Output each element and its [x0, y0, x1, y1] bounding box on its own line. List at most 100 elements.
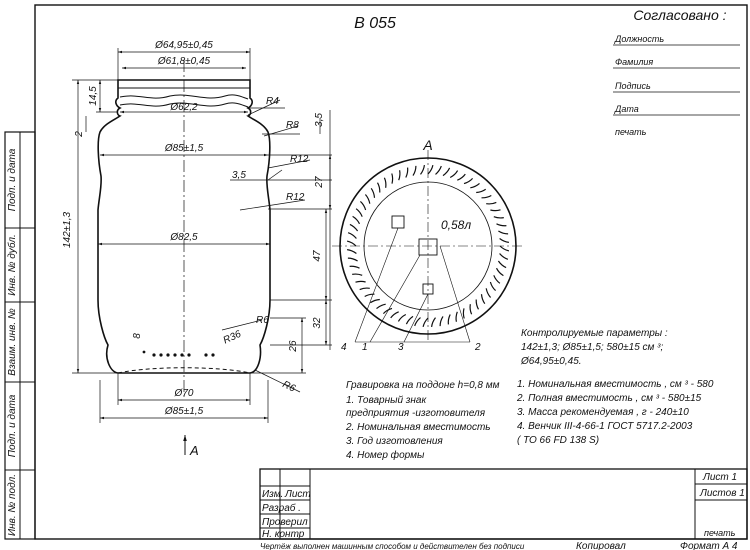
radius-r12-lower: R12 — [286, 192, 305, 203]
strip-label-1: Подп. и дата — [7, 148, 18, 211]
tb-stamp: печать — [704, 528, 736, 538]
tb-row-list: Лист — [284, 489, 311, 500]
dim-26: 26 — [288, 340, 299, 353]
knurl-tooth — [447, 314, 451, 325]
strip-label-5: Инв. № подл. — [7, 474, 18, 536]
knurl-tooth — [476, 188, 487, 194]
knurl-tooth — [349, 265, 360, 269]
controlled-heading: Контролируемые параметры : — [521, 328, 668, 339]
callout-1: 1 — [362, 342, 368, 353]
knurl-tooth — [364, 194, 371, 204]
engraving-item-1b: предприятия -изготовителя — [346, 408, 486, 419]
knurl-tooth — [420, 165, 425, 175]
knurl-tooth — [382, 307, 393, 315]
tb-sheets: Листов 1 — [699, 488, 745, 499]
spec-2: 2. Полная вместимость , см ³ - 580±15 — [516, 393, 702, 404]
knurl-tooth — [359, 200, 367, 211]
dim-shoulder: Ø85±1,5 — [164, 143, 204, 154]
knurl-tooth — [431, 317, 436, 327]
knurl-tooth — [449, 170, 459, 179]
knurl-tooth — [485, 288, 492, 298]
spec-5: ( ТО 66 FD 138 S) — [517, 435, 599, 446]
engraving-item-3: 3. Год изготовления — [346, 436, 443, 447]
knurl-tooth — [495, 267, 504, 277]
controlled-line-1: 142±1,3; Ø85±1,5; 580±15 см ³; — [521, 342, 664, 353]
approval-field-date: Дата — [614, 104, 639, 114]
knurl-tooth — [427, 164, 434, 175]
approval-field-signature: Подпись — [615, 81, 651, 91]
title-block — [259, 468, 748, 540]
tb-row-checked: Проверил — [262, 517, 308, 528]
knurl-tooth — [355, 208, 363, 217]
knurl-tooth — [405, 167, 409, 178]
dim-base-inner: Ø70 — [174, 388, 194, 399]
knurl-tooth — [496, 223, 507, 227]
dim-neck: Ø62,2 — [169, 102, 198, 113]
radius-r6: R6 — [256, 315, 269, 326]
knurl-tooth — [376, 303, 386, 310]
dim-shoulder-gap: 2 — [74, 131, 85, 138]
approval-field-stamp: печать — [615, 127, 647, 137]
dim-waist: Ø82,5 — [169, 232, 198, 243]
knurl-tooth — [439, 316, 444, 327]
callout-3: 3 — [398, 342, 404, 353]
knurl-tooth — [442, 167, 451, 177]
knurl-tooth — [347, 257, 358, 262]
knurl-tooth — [383, 177, 387, 188]
radius-r6-base: R6 — [281, 379, 298, 395]
tb-row-norm: Н. контр — [262, 529, 305, 540]
knurl-tooth — [355, 280, 366, 283]
capacity-mark: 0,58л — [441, 218, 471, 232]
engraving-heading: Гравировка на поддоне h=0,8 мм — [346, 380, 500, 391]
controlled-line-2: Ø64,95±0,45. — [520, 356, 582, 367]
dim-top-inner: Ø61,8±0,45 — [157, 56, 211, 67]
knurl-tooth — [347, 232, 357, 239]
dim-top-height: 14,5 — [88, 86, 99, 106]
knurl-tooth — [347, 249, 357, 254]
base-dots — [142, 350, 215, 357]
knurl-tooth — [481, 194, 492, 199]
footer-format: Формат А 4 — [680, 541, 738, 550]
knurl-tooth — [490, 209, 501, 212]
dim-8: 8 — [132, 333, 143, 339]
footer-copied: Копировал — [576, 541, 626, 550]
radius-r12-upper: R12 — [290, 154, 309, 165]
knurl-tooth — [359, 287, 370, 291]
knurl-tooth — [475, 299, 480, 310]
knurl-tooth — [364, 293, 375, 298]
knurl-tooth — [435, 165, 442, 175]
spec-1: 1. Номинальная вместимость , см ³ - 580 — [517, 379, 714, 390]
knurl-tooth — [398, 170, 401, 181]
section-arrow-label: A — [189, 443, 199, 458]
knurl-tooth — [469, 304, 473, 315]
knurl-tooth — [470, 182, 480, 189]
knurl-tooth — [346, 240, 357, 247]
knurl-tooth — [352, 215, 361, 225]
knurl-tooth — [412, 165, 417, 176]
knurl-tooth — [497, 260, 507, 269]
knurl-tooth — [414, 317, 421, 327]
knurl-tooth — [376, 182, 381, 193]
base-view-label: A — [422, 137, 432, 153]
dim-top-outer: Ø64,95±0,45 — [154, 40, 213, 51]
tb-row-izm: Изм. — [262, 489, 283, 500]
dim-base-outer: Ø85±1,5 — [164, 406, 204, 417]
knurl-tooth — [457, 173, 466, 181]
dim-47: 47 — [312, 250, 323, 262]
tb-row-developed: Разраб . — [262, 502, 301, 514]
strip-label-4: Подп. и дата — [7, 394, 18, 457]
engraving-item-1: 1. Товарный знак — [346, 395, 427, 406]
knurl-tooth — [493, 275, 501, 284]
radius-r4: R4 — [266, 96, 279, 107]
knurl-tooth — [463, 177, 474, 185]
engraving-item-4: 4. Номер формы — [346, 449, 425, 461]
knurl-tooth — [499, 238, 509, 243]
callout-4: 4 — [341, 342, 347, 353]
knurl-tooth — [493, 216, 504, 219]
knurl-tooth — [489, 281, 497, 292]
strip-label-2: Инв. № дубл. — [6, 234, 18, 296]
knurl-tooth — [349, 223, 359, 232]
knurl-tooth — [455, 311, 458, 322]
dim-height: 142±1,3 — [62, 212, 73, 249]
strip-label-3: Взаим. инв. № — [7, 308, 18, 376]
